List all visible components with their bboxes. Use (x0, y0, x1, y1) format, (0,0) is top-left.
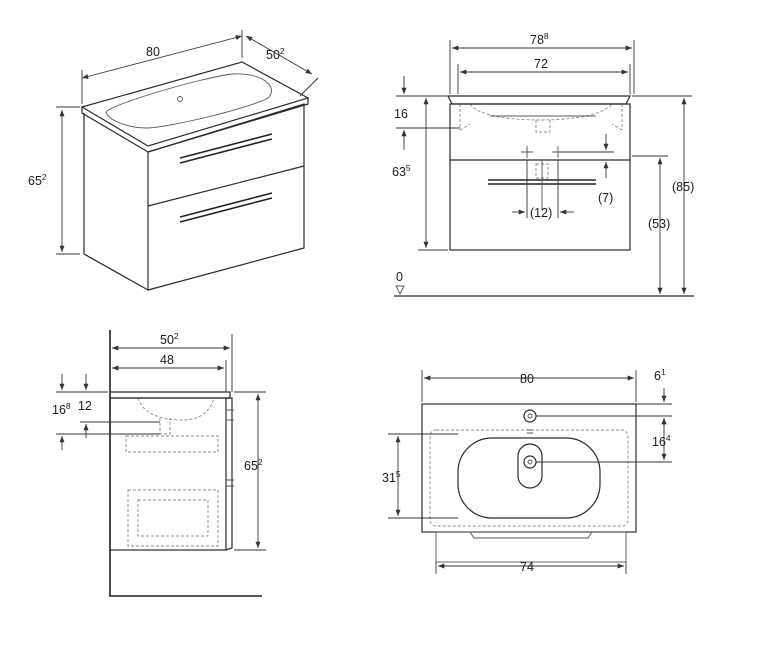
front-basin-top-label: 16 (394, 107, 408, 121)
perspective-view: 80 502 652 (28, 30, 319, 292)
perspective-width-label: 80 (146, 45, 160, 59)
top-width-label: 80 (520, 372, 534, 386)
side-dim-a-label: 168 (52, 401, 71, 417)
front-total-height-label: (85) (672, 180, 694, 194)
front-drawer-height-label: (53) (648, 217, 670, 231)
top-bowl-width-label: 74 (520, 560, 534, 574)
perspective-height-label: 652 (28, 172, 47, 188)
front-hole-spacing-label: (12) (530, 206, 552, 220)
front-height-label: 635 (392, 163, 411, 179)
front-drawer-offset-label: (7) (598, 191, 613, 205)
side-dim-b-label: 12 (78, 399, 92, 413)
front-floor-level-label: 0 (396, 270, 403, 284)
front-view: 788 72 16 635 (7) (12) (392, 31, 694, 297)
top-bowl-depth-label: 315 (382, 469, 401, 485)
front-overall-width-label: 788 (530, 31, 549, 47)
top-drain-offset-label: 164 (652, 433, 671, 449)
side-view: 502 48 168 12 652 (52, 330, 266, 597)
side-depth-body-label: 48 (160, 353, 174, 367)
front-inner-width-label: 72 (534, 57, 548, 71)
top-tap-offset-label: 61 (654, 367, 666, 383)
top-view: 80 61 164 315 74 (382, 367, 672, 574)
side-depth-total-label: 502 (160, 331, 179, 347)
side-height-label: 652 (244, 457, 263, 473)
perspective-depth-label: 502 (266, 46, 285, 62)
